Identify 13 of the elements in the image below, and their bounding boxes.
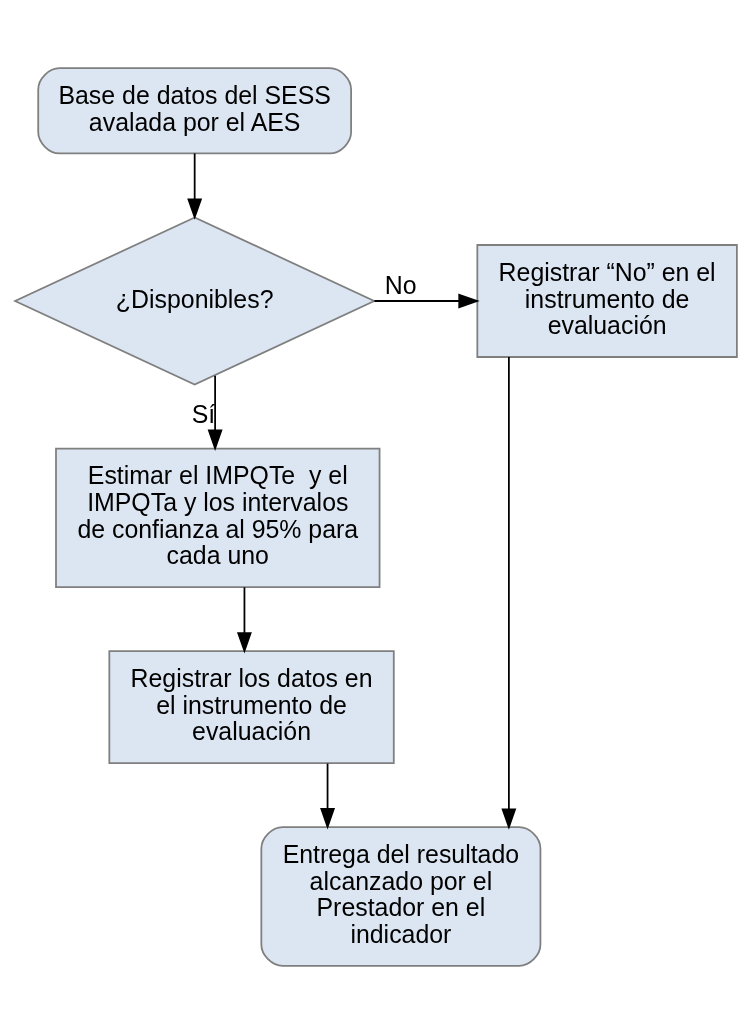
node-box: Entrega del resultado alcanzado por el Prestador en el indicador — [260, 826, 542, 967]
node-diamond: ¿Disponibles? — [13, 216, 377, 386]
node-box: Estimar el IMPQTe y el IMPQTa y los intervalos de confianza al 95% para cada uno — [55, 447, 381, 589]
arrow — [501, 356, 517, 830]
node-box: Registrar los datos en el instrumento de evaluación — [108, 650, 395, 765]
arrow — [236, 586, 252, 654]
edge-label: No — [384, 271, 417, 300]
arrow — [187, 152, 203, 220]
node-box: Registrar “No” en el instrumento de evaluación — [476, 244, 738, 358]
arrow — [320, 762, 336, 830]
arrow — [373, 293, 480, 309]
arrow — [207, 374, 223, 451]
node-box: Base de datos del SESS avalada por el AES — [37, 67, 352, 155]
